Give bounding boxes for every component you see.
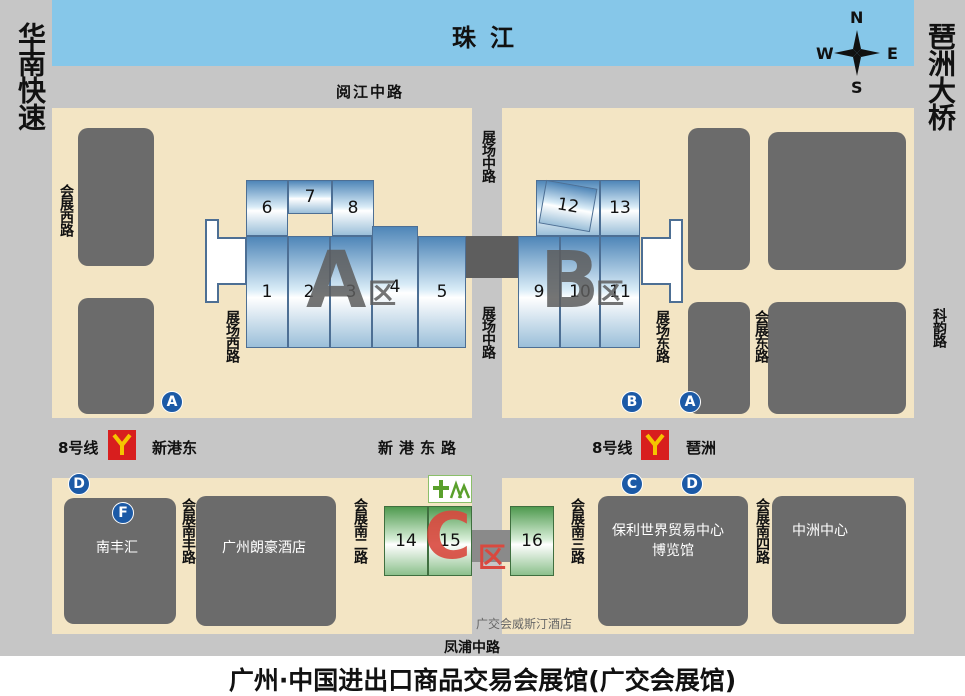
building-nw-2 bbox=[78, 298, 154, 414]
area-c-letter: C bbox=[424, 500, 471, 574]
metro-line-left: 8号线 bbox=[58, 439, 99, 457]
compass-rose-icon bbox=[834, 30, 880, 76]
area-c-logo bbox=[428, 475, 472, 503]
road-zhanchang-zhong-north: 展场中路 bbox=[480, 130, 496, 182]
b-entrance bbox=[640, 218, 684, 304]
hall-7[interactable]: 7 bbox=[288, 180, 332, 214]
area-a-letter: A bbox=[306, 236, 367, 326]
road-huanan: 华南快速 bbox=[14, 22, 47, 130]
hall-6[interactable]: 6 bbox=[246, 180, 288, 236]
building-zhongzhou-label: 中洲中心 bbox=[792, 523, 848, 539]
road-huizhan-nan4: 会展南四路 bbox=[754, 498, 770, 563]
metro-station-xingangdong[interactable] bbox=[108, 430, 136, 460]
building-poly-label: 保利世界贸易中心 bbox=[612, 523, 724, 539]
area-c-suffix: 区 bbox=[478, 541, 507, 574]
hall-14[interactable]: 14 bbox=[384, 506, 428, 576]
compass: N S W E bbox=[812, 8, 902, 98]
gate-b[interactable]: B bbox=[621, 391, 643, 413]
metro-station-left-label: 新港东 bbox=[152, 439, 198, 457]
hall-2[interactable]: 2 bbox=[288, 236, 330, 348]
hall-8[interactable]: 8 bbox=[332, 180, 374, 236]
building-poly bbox=[598, 496, 748, 626]
road-huizhan-nan3: 会展南三路 bbox=[569, 498, 585, 563]
westin-label: 广交会威斯汀酒店 bbox=[476, 617, 573, 631]
metro-logo-icon bbox=[645, 433, 665, 455]
building-zhongzhou bbox=[772, 496, 906, 624]
hall-10[interactable]: 10 bbox=[560, 236, 600, 348]
metro-station-right-label: 琶洲 bbox=[686, 439, 717, 457]
road-pazhou-bridge: 琶洲大桥 bbox=[924, 22, 957, 130]
building-logo-icon bbox=[433, 480, 471, 499]
road-zhanchang-east: 展场东路 bbox=[654, 310, 670, 362]
metro-logo-icon bbox=[112, 433, 132, 455]
gate-d-west[interactable]: D bbox=[68, 473, 90, 495]
a-b-connector bbox=[466, 236, 520, 278]
hall-1[interactable]: 1 bbox=[246, 236, 288, 348]
compass-w: W bbox=[816, 44, 834, 63]
hall-12[interactable]: 12 bbox=[538, 179, 598, 233]
building-nw-1 bbox=[78, 128, 154, 266]
road-xingang-east: 新港东路 bbox=[378, 439, 463, 457]
metro-station-pazhou[interactable] bbox=[641, 430, 669, 460]
road-huizhan-nan2: 会展南二路 bbox=[352, 498, 368, 563]
road-zhanchang-zhong-south: 展场中路 bbox=[480, 306, 496, 358]
road-fengpu: 凤浦中路 bbox=[444, 640, 500, 656]
road-huizhan-nanfeng: 会展南丰路 bbox=[180, 498, 196, 563]
compass-e: E bbox=[887, 44, 898, 63]
building-ne-2 bbox=[768, 132, 906, 270]
hall-15[interactable]: 15 bbox=[428, 506, 472, 576]
hall-9[interactable]: 9 bbox=[518, 236, 560, 348]
hall-5[interactable]: 5 bbox=[418, 236, 466, 348]
area-b-suffix: 区 bbox=[596, 277, 625, 310]
building-langhao-label: 广州朗豪酒店 bbox=[222, 540, 306, 556]
building-ne-1 bbox=[688, 128, 750, 270]
hall-3[interactable]: 3 bbox=[330, 236, 372, 348]
gate-a-west[interactable]: A bbox=[161, 391, 183, 413]
road-yuejiang: 阅江中路 bbox=[336, 83, 405, 101]
road-huizhan-west: 会展西路 bbox=[58, 184, 74, 236]
area-a-suffix: 区 bbox=[368, 277, 397, 310]
area-b-letter: B bbox=[540, 236, 600, 326]
gate-a-east[interactable]: A bbox=[679, 391, 701, 413]
building-nanfenghui-label: 南丰汇 bbox=[96, 540, 138, 556]
hall-13[interactable]: 13 bbox=[600, 180, 640, 236]
building-poly-label-2: 博览馆 bbox=[652, 543, 694, 559]
pearl-river bbox=[52, 0, 914, 66]
building-ne-4 bbox=[768, 302, 906, 414]
road-keyun: 科韵路 bbox=[931, 308, 947, 347]
gate-d-east[interactable]: D bbox=[681, 473, 703, 495]
hall-16[interactable]: 16 bbox=[510, 506, 554, 576]
river-label: 珠江 bbox=[452, 24, 528, 52]
gate-c[interactable]: C bbox=[621, 473, 643, 495]
building-langhao bbox=[196, 496, 336, 626]
hall-11[interactable]: 11 bbox=[600, 236, 640, 348]
compass-s: S bbox=[851, 78, 863, 97]
road-huizhan-east: 会展东路 bbox=[753, 310, 769, 362]
a-entrance bbox=[204, 218, 248, 304]
title-bar bbox=[0, 656, 965, 696]
c-connector bbox=[470, 530, 514, 562]
gate-f[interactable]: F bbox=[112, 502, 134, 524]
page-title: 广州·中国进出口商品交易会展馆(广交会展馆) bbox=[228, 666, 737, 695]
road-zhanchang-west: 展场西路 bbox=[224, 310, 240, 362]
compass-n: N bbox=[850, 8, 864, 27]
hall-4[interactable]: 4 bbox=[372, 226, 418, 348]
metro-line-right: 8号线 bbox=[592, 439, 633, 457]
